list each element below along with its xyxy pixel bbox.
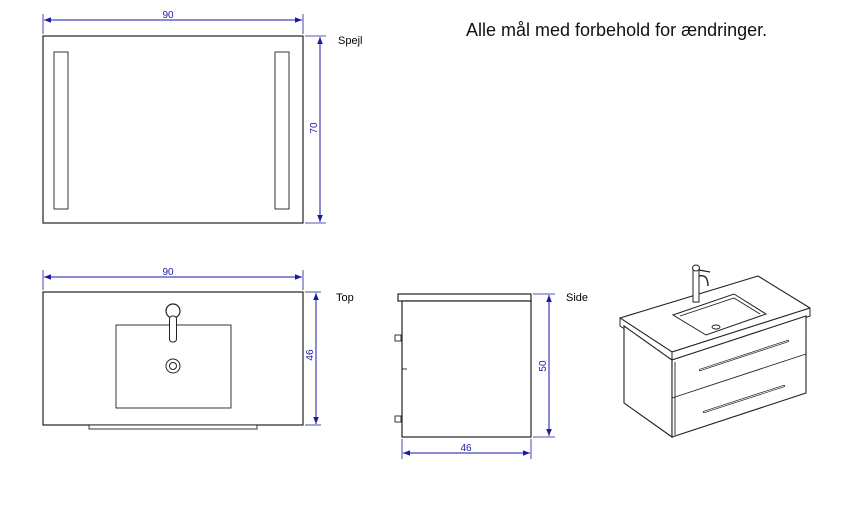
- side-depth-value: 46: [460, 443, 472, 454]
- mirror-light-strip-right: [274, 51, 290, 210]
- front-handle-bar: [88, 424, 258, 430]
- perspective-drain-icon: [711, 324, 721, 330]
- top-depth-value: 46: [305, 349, 316, 361]
- perspective-countertop-side: [671, 307, 811, 361]
- side-view: 50 46 Side: [394, 292, 588, 459]
- top-width-value: 90: [162, 267, 174, 278]
- disclaimer-text: Alle mål med forbehold for ændringer.: [466, 20, 767, 40]
- drain-inner-icon: [169, 362, 177, 370]
- side-height-value: 50: [538, 360, 549, 372]
- perspective-faucet-spout: [698, 275, 709, 287]
- top-view-label: Top: [336, 292, 354, 304]
- side-cabinet-body: [401, 300, 532, 438]
- perspective-faucet-icon: [692, 269, 700, 303]
- side-top-slab: [397, 293, 532, 302]
- drain-outer-icon: [165, 358, 181, 374]
- mirror-view: 90 70 Spejl: [42, 10, 362, 224]
- mirror-light-strip-left: [53, 51, 69, 210]
- perspective-basin: [671, 293, 768, 336]
- mirror-view-label: Spejl: [338, 35, 362, 47]
- mirror-height-value: 70: [309, 122, 320, 134]
- mirror-width-value: 90: [162, 10, 174, 21]
- side-handle-upper: [394, 334, 402, 342]
- top-view: 90 46 Top: [42, 267, 354, 430]
- side-view-label: Side: [566, 292, 588, 304]
- side-handle-lower: [394, 415, 402, 423]
- perspective-view: [619, 264, 811, 439]
- perspective-drawer-split: [671, 353, 807, 399]
- mirror-outline: [42, 35, 304, 224]
- faucet-spout-icon: [169, 315, 177, 343]
